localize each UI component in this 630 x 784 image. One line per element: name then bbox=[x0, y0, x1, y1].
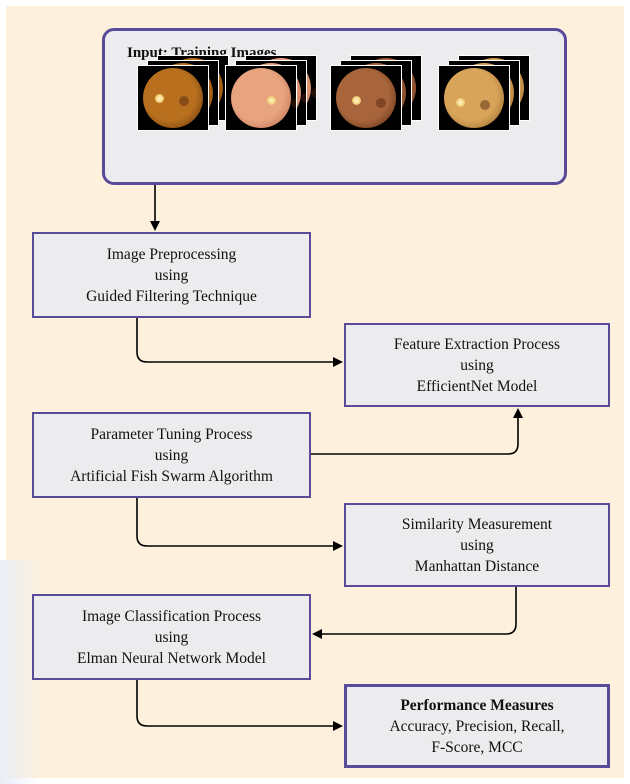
optic-disc bbox=[352, 96, 361, 105]
fundus-image bbox=[231, 68, 291, 128]
arrow-preprocessing-to-feature bbox=[137, 318, 341, 362]
macula bbox=[376, 98, 386, 108]
macula bbox=[480, 100, 490, 110]
arrow-similarity-to-classification bbox=[314, 587, 516, 634]
fundus-image bbox=[444, 68, 504, 128]
arrow-tuning-to-feature bbox=[311, 410, 518, 454]
fundus-image bbox=[143, 68, 203, 128]
macula bbox=[301, 93, 307, 103]
arrow-classification-to-performance bbox=[137, 680, 341, 726]
optic-disc bbox=[456, 98, 465, 107]
fundus-frame bbox=[225, 65, 297, 131]
fundus-image bbox=[336, 68, 396, 128]
fundus-frame bbox=[330, 65, 402, 131]
optic-disc bbox=[267, 96, 276, 105]
macula bbox=[179, 96, 189, 106]
arrow-tuning-to-similarity bbox=[137, 498, 341, 546]
fundus-frame bbox=[137, 65, 209, 131]
optic-disc bbox=[155, 94, 164, 103]
macula bbox=[291, 98, 297, 108]
fundus-frame bbox=[438, 65, 510, 131]
